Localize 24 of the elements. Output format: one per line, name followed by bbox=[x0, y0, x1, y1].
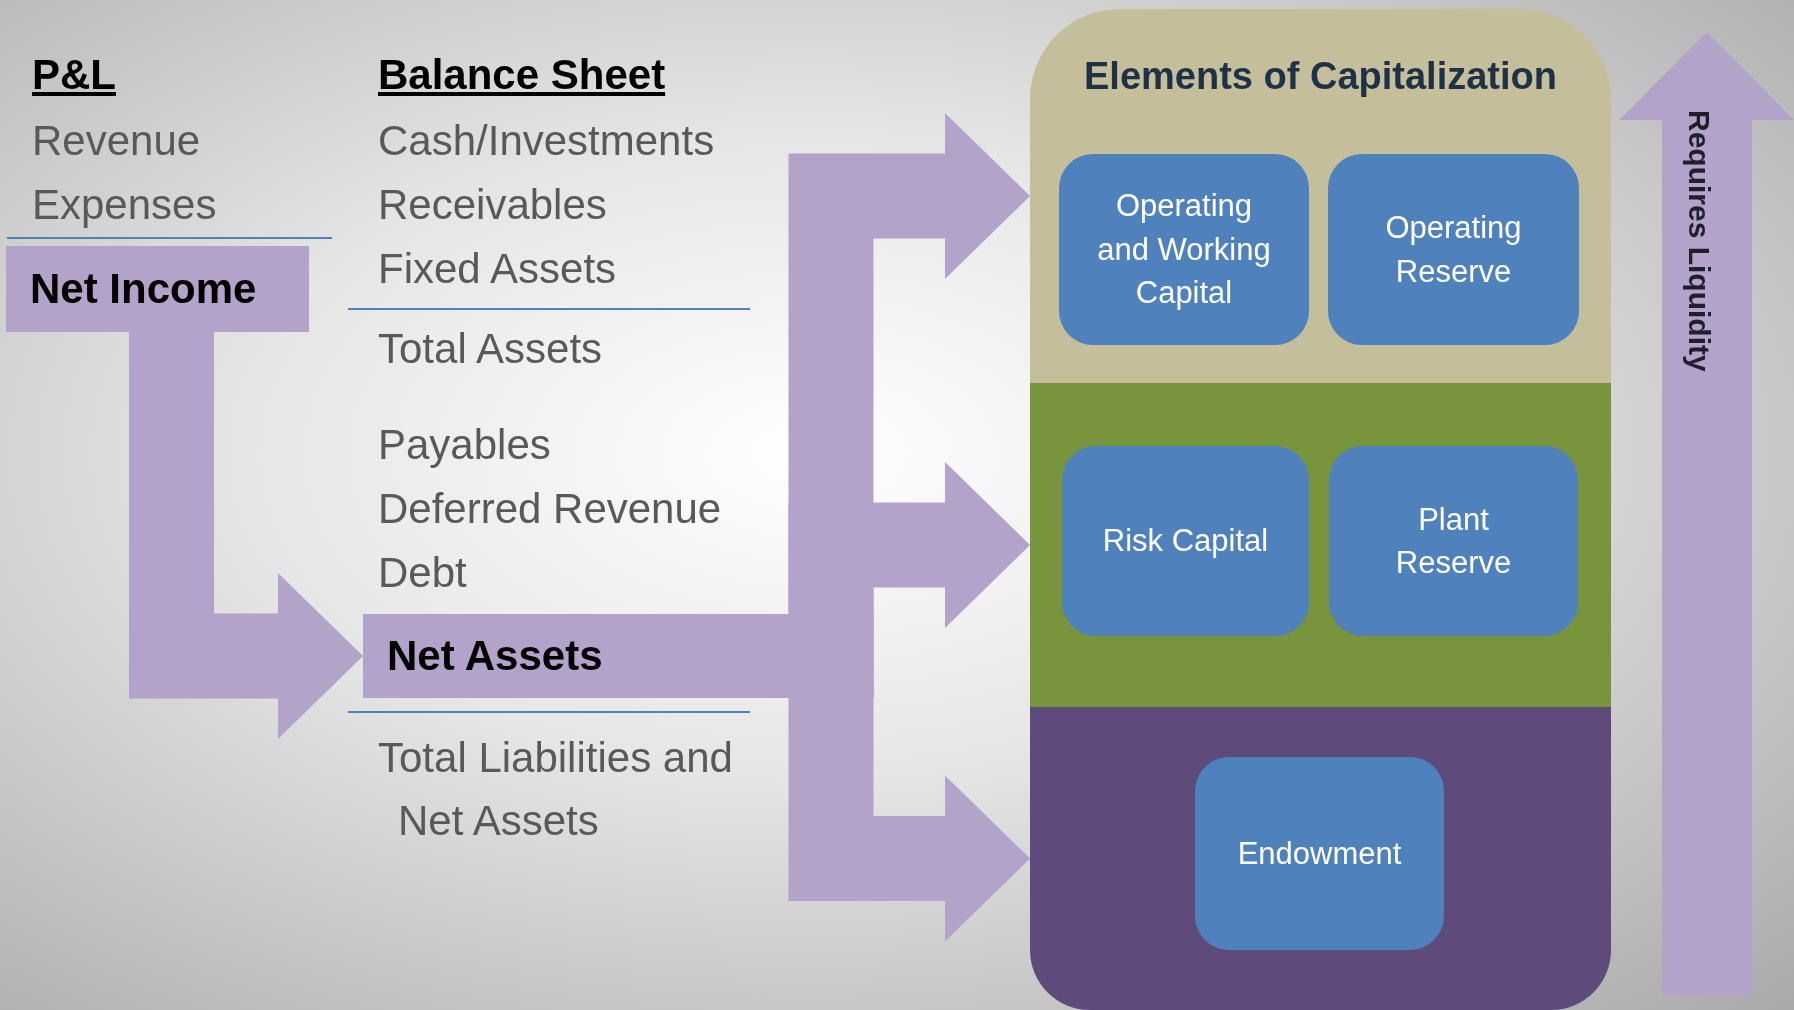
text-label: Expenses bbox=[32, 182, 217, 229]
capital-box: Plant Reserve bbox=[1329, 446, 1578, 636]
capital-box: Operating Reserve bbox=[1328, 154, 1579, 345]
text-label: Total Assets bbox=[378, 326, 603, 373]
text-label: Total Liabilities and Net Assets bbox=[378, 733, 734, 846]
capital-box: Risk Capital bbox=[1062, 446, 1309, 636]
text-label: Cash/Investments bbox=[378, 118, 715, 165]
capital-box: Operating and Working Capital bbox=[1059, 154, 1309, 345]
tier-band bbox=[1030, 383, 1611, 707]
highlight-box: Net Assets bbox=[363, 614, 789, 698]
capital-box: Endowment bbox=[1195, 757, 1444, 950]
text-label: Deferred Revenue bbox=[378, 486, 722, 533]
text-label: Debt bbox=[378, 550, 467, 597]
panel-title: Elements of Capitalization bbox=[1084, 55, 1557, 98]
highlight-box: Net Income bbox=[6, 246, 309, 332]
text-label: Fixed Assets bbox=[378, 246, 617, 293]
tier-band bbox=[1030, 9, 1611, 383]
text-label: Payables bbox=[378, 422, 551, 469]
text-label: Revenue bbox=[32, 118, 201, 165]
column-heading: P&L bbox=[32, 52, 116, 99]
text-label: Receivables bbox=[378, 182, 607, 229]
column-heading: Balance Sheet bbox=[378, 52, 666, 99]
tier-band bbox=[1030, 707, 1611, 1010]
axis-label: Requires Liquidity bbox=[1683, 110, 1716, 372]
